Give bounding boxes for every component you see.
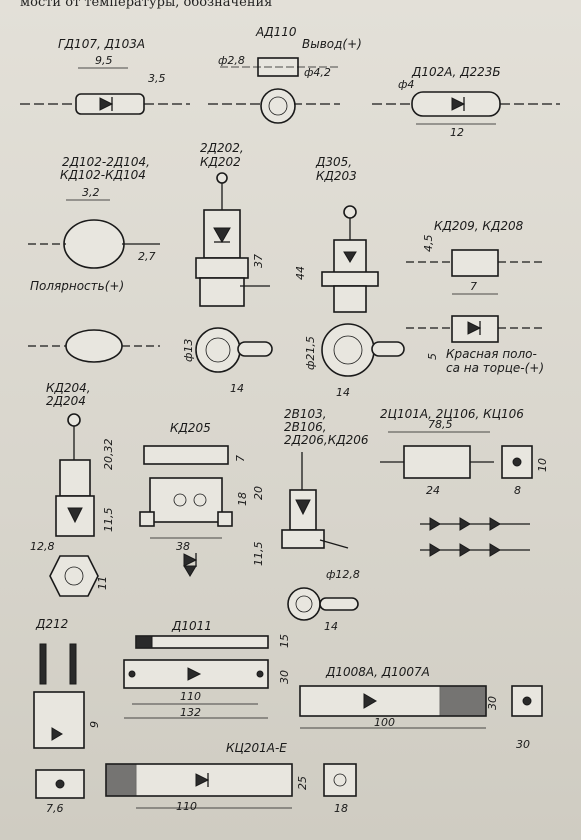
dim-3-5: 3,5 [148, 72, 166, 85]
diode-kd209: КД209, КД208 4,5 7 5 Красная поло- са на… [406, 219, 544, 375]
label-d305: Д305, [315, 155, 352, 169]
diode-kd204: КД204, 2Д204 20,32 11,5 12,8 11 [30, 381, 115, 597]
dim-78-5: 78,5 [428, 418, 453, 431]
dim-7-b: 7 [234, 455, 247, 462]
dim-38: 38 [176, 540, 190, 553]
label-polarity: Полярность(+) [30, 279, 124, 293]
dim-20: 20 [252, 486, 265, 500]
dim-11-5-b: 11,5 [252, 542, 265, 567]
dim-9-5: 9,5 [95, 54, 113, 67]
dim-18-b: 18 [334, 802, 348, 815]
dim-30-a: 30 [278, 670, 291, 684]
dim-11: 11 [96, 576, 109, 590]
dim-7: 7 [470, 280, 477, 293]
dim-110-b: 110 [176, 800, 197, 813]
dim-20-32: 20,32 [102, 439, 115, 471]
label-ad110: АД110 [255, 25, 297, 39]
diode-kc201a: КЦ201А-Е 110 25 18 [105, 741, 357, 815]
dim-21-5: ф21,5 [304, 336, 317, 370]
label-kd204: КД204, [46, 381, 91, 395]
label-red-stripe-2: са на торце-(+) [446, 361, 544, 375]
dim-3-2: 3,2 [82, 186, 100, 199]
diode-d102a: Д102А, Д223Б ф4 12 [372, 65, 560, 139]
label-2v106: 2В106, [284, 420, 327, 434]
label-d1011: Д1011 [171, 619, 212, 633]
header-text: мости от температуры, обозначения [20, 0, 272, 10]
dim-30-c: 30 [516, 738, 530, 751]
dim-37: 37 [252, 254, 265, 268]
dim-18-a: 18 [236, 492, 249, 506]
diode-2v103: 2В103, 2В106, 2Д206,КД206 20 11,5 ф12,8 … [252, 407, 369, 633]
dim-44: 44 [294, 266, 307, 280]
diode-d212: Д212 9 7,6 [33, 617, 101, 815]
diode-gd107: ГД107, Д103А 9,5 3,5 [20, 37, 190, 115]
label-kd203: КД203 [316, 169, 357, 183]
dim-12-8-a: 12,8 [30, 540, 55, 553]
dim-5: 5 [426, 353, 439, 360]
diode-kd205: КД205 7 18 38 [139, 421, 249, 577]
dim-2-8: ф2,8 [218, 54, 245, 67]
diode-2c101a: 2Ц101А, 2Ц106, КЦ106 78,5 24 8 10 [380, 407, 549, 557]
dim-11-5-a: 11,5 [102, 508, 115, 533]
label-kd209: КД209, КД208 [434, 219, 524, 233]
diode-2d202: 2Д202, КД202 37 ф13 14 [182, 141, 273, 395]
dim-110-a: 110 [180, 690, 201, 703]
label-d212: Д212 [35, 617, 68, 631]
dim-13: ф13 [182, 339, 195, 362]
dim-9: 9 [88, 721, 101, 728]
dim-100: 100 [374, 716, 395, 729]
dim-24: 24 [426, 484, 440, 497]
dim-14-a: 14 [230, 382, 244, 395]
label-2c101a: 2Ц101А, 2Ц106, КЦ106 [380, 407, 524, 421]
label-2d202: 2Д202, [200, 141, 244, 155]
dim-4-5: 4,5 [422, 235, 435, 253]
dim-132: 132 [180, 706, 201, 719]
label-gd107: ГД107, Д103А [58, 37, 145, 51]
dim-14-c: 14 [324, 620, 338, 633]
dim-15: 15 [278, 634, 291, 648]
dim-4-2: ф4,2 [304, 66, 331, 79]
dim-12-8-b: ф12,8 [326, 568, 360, 581]
label-red-stripe-1: Красная поло- [446, 347, 537, 361]
diode-d1011: Д1011 15 30 110 132 [123, 619, 291, 719]
label-2d204: 2Д204 [46, 394, 86, 408]
diode-ad110: АД110 Вывод(+) ф2,8 ф4,2 [208, 25, 362, 124]
label-kd205: КД205 [170, 421, 211, 435]
diode-d1008a: Д1008А, Д1007А 100 30 30 [299, 665, 543, 751]
label-d1008a: Д1008А, Д1007А [325, 665, 430, 679]
dim-7-6: 7,6 [46, 802, 64, 815]
dim-phi4: ф4 [398, 78, 414, 91]
label-2v103: 2В103, [284, 407, 327, 421]
diode-d305: Д305, КД203 44 ф21,5 14 [294, 155, 405, 399]
dim-10: 10 [536, 458, 549, 472]
label-kd102: КД102-КД104 [60, 168, 146, 182]
dim-14-b: 14 [336, 386, 350, 399]
diode-2d102: 2Д102-2Д104, КД102-КД104 3,2 2,7 Полярно… [28, 155, 160, 363]
dim-25: 25 [296, 776, 309, 790]
dim-12: 12 [450, 126, 464, 139]
label-2d102: 2Д102-2Д104, [62, 155, 150, 169]
label-d102a: Д102А, Д223Б [411, 65, 501, 79]
dim-8: 8 [514, 484, 521, 497]
label-kd202: КД202 [200, 155, 241, 169]
dim-30-b: 30 [486, 696, 499, 710]
label-vyvod: Вывод(+) [302, 37, 362, 51]
dim-2-7: 2,7 [138, 250, 156, 263]
label-2d206: 2Д206,КД206 [284, 433, 369, 447]
label-kc201: КЦ201А-Е [226, 741, 287, 755]
